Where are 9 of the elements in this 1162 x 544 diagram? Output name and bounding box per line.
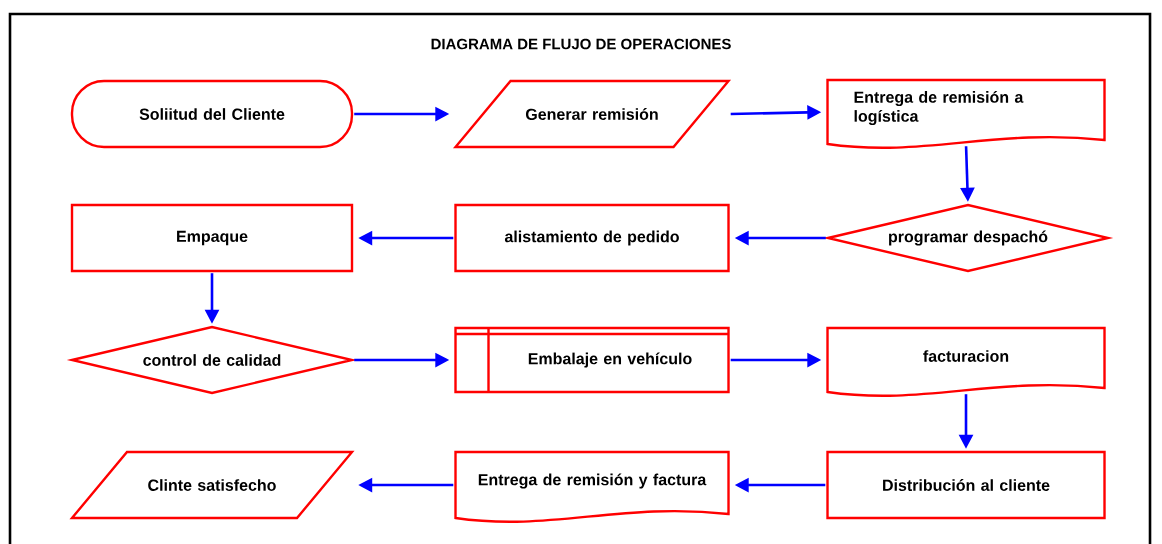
terminal-box: Soliitud del Cliente (70, 79, 354, 149)
document-box: Entrega de remisión a logística (826, 78, 1106, 149)
predefined-process-box: Embalaje en vehículo (454, 326, 730, 394)
process-box: Empaque (70, 203, 354, 273)
process-box: alistamiento de pedido (454, 203, 730, 273)
document-box: facturacion (826, 326, 1106, 397)
document-box: Entrega de remisión y factura (454, 450, 730, 523)
process-box: Distribución al cliente (826, 450, 1106, 520)
diagram-title: DIAGRAMA DE FLUJO DE OPERACIONES (431, 38, 731, 50)
